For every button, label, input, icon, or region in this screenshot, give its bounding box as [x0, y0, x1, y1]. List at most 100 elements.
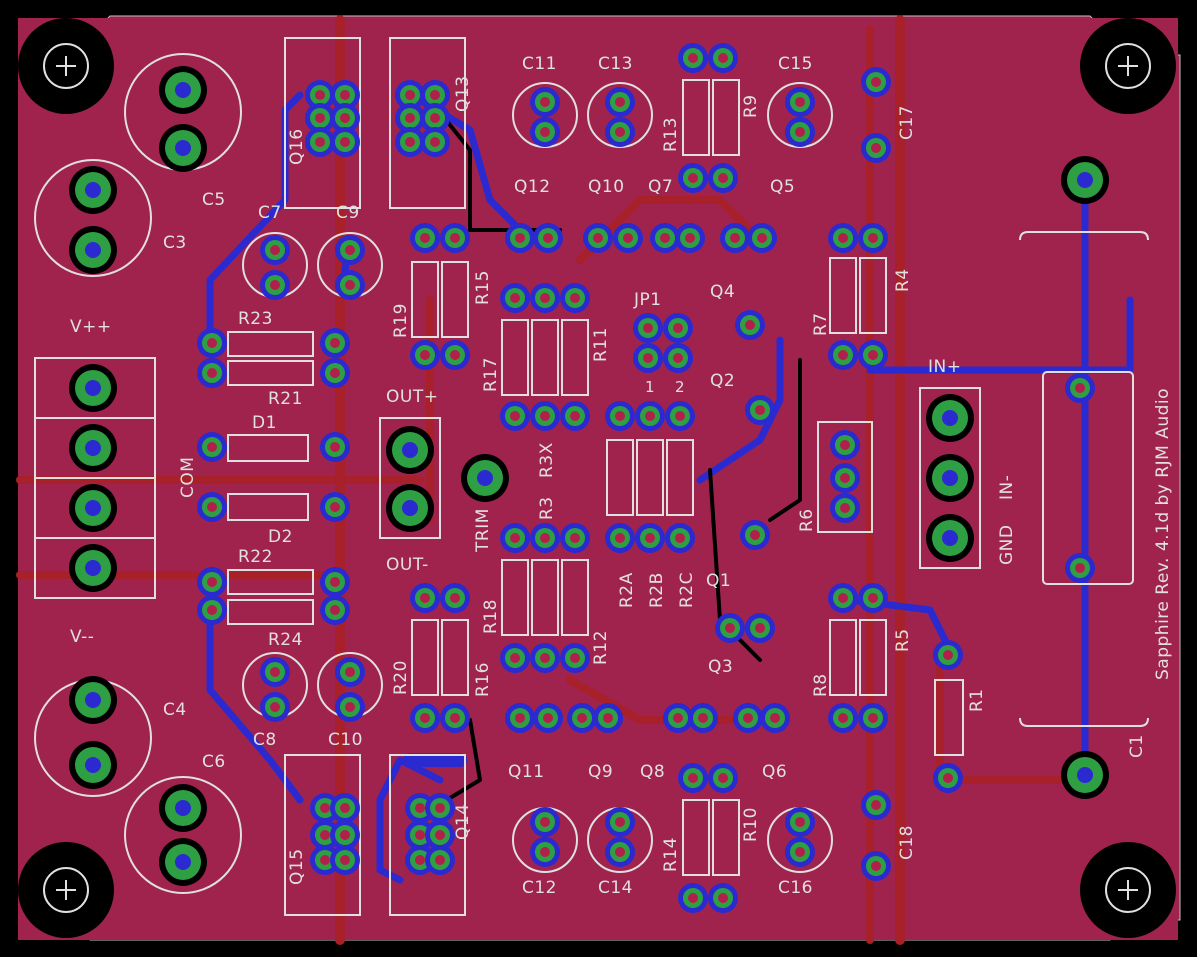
label-r11: R11 — [591, 327, 611, 362]
label-r3x: R3X — [537, 442, 557, 478]
pad-drill — [330, 338, 340, 348]
pad-drill — [85, 757, 101, 773]
pad-drill — [430, 113, 440, 123]
pad-drill — [615, 817, 625, 827]
pad-drill — [270, 667, 280, 677]
label-c15: C15 — [778, 54, 813, 74]
label-r9: R9 — [741, 94, 761, 118]
label-q4: Q4 — [710, 282, 735, 302]
pad-drill — [540, 847, 550, 857]
label-q9: Q9 — [588, 762, 613, 782]
pad-drill — [340, 855, 350, 865]
pad-drill — [675, 533, 685, 543]
label-r12: R12 — [591, 630, 611, 665]
pad-drill — [868, 233, 878, 243]
label-out-minus: OUT- — [386, 555, 429, 575]
pad-drill — [750, 530, 760, 540]
pad-drill — [540, 127, 550, 137]
pad-drill — [85, 560, 101, 576]
label-r4: R4 — [893, 268, 913, 292]
label-c6: C6 — [202, 752, 226, 772]
pad-drill — [543, 713, 553, 723]
pad-drill — [570, 293, 580, 303]
pad-drill — [868, 593, 878, 603]
pad-drill — [330, 368, 340, 378]
pad-drill — [207, 502, 217, 512]
pad-drill — [942, 410, 958, 426]
pad-drill — [415, 855, 425, 865]
pad-drill — [543, 233, 553, 243]
label-q5: Q5 — [770, 177, 795, 197]
pad-drill — [320, 855, 330, 865]
pad-drill — [510, 411, 520, 421]
pad-drill — [643, 323, 653, 333]
label-vpp: V++ — [70, 317, 112, 337]
pad-drill — [840, 473, 850, 483]
label-c14: C14 — [598, 878, 633, 898]
pad-drill — [540, 97, 550, 107]
label-d1: D1 — [252, 413, 277, 433]
pad-drill — [510, 293, 520, 303]
label-c17: C17 — [897, 105, 917, 140]
pad-drill — [745, 320, 755, 330]
pad-drill — [730, 233, 740, 243]
pad-drill — [345, 245, 355, 255]
pad-drill — [340, 90, 350, 100]
label-r21: R21 — [268, 389, 303, 409]
label-c9: C9 — [336, 203, 360, 223]
pad-drill — [315, 137, 325, 147]
pad-drill — [570, 411, 580, 421]
pad-drill — [698, 713, 708, 723]
mounting-holes — [18, 18, 1176, 938]
label-c13: C13 — [598, 54, 633, 74]
pad-drill — [270, 702, 280, 712]
pad-drill — [405, 90, 415, 100]
pad-drill — [405, 113, 415, 123]
pad-drill — [420, 350, 430, 360]
pad-drill — [688, 773, 698, 783]
pad-drill — [510, 533, 520, 543]
pad-drill — [330, 577, 340, 587]
pad-drill — [207, 605, 217, 615]
pad-drill — [435, 803, 445, 813]
pad-drill — [615, 97, 625, 107]
pad-drill — [510, 653, 520, 663]
pad-drill — [942, 470, 958, 486]
label-r2b: R2B — [647, 572, 667, 608]
pad-drill — [718, 773, 728, 783]
label-q3: Q3 — [708, 657, 733, 677]
label-q16: Q16 — [287, 128, 307, 165]
pad-drill — [175, 800, 191, 816]
pad-drill — [643, 353, 653, 363]
label-c7: C7 — [258, 203, 282, 223]
pad-drill — [175, 140, 191, 156]
label-r1: R1 — [967, 688, 987, 712]
label-q14: Q14 — [453, 803, 473, 840]
label-com: COM — [178, 457, 198, 498]
label-trim: TRIM — [473, 508, 493, 553]
pad-drill — [345, 667, 355, 677]
pad-drill — [402, 442, 418, 458]
pad-drill — [85, 440, 101, 456]
pad-drill — [1075, 383, 1085, 393]
pad-drill — [540, 653, 550, 663]
label-jp1: JP1 — [633, 290, 662, 310]
board-title: Sapphire Rev. 4.1d by RJM Audio — [1153, 388, 1173, 680]
pad-drill — [603, 713, 613, 723]
label-q6: Q6 — [762, 762, 787, 782]
pad-drill — [450, 350, 460, 360]
label-gnd: GND — [997, 525, 1017, 565]
label-r17: R17 — [481, 357, 501, 392]
pad-drill — [540, 293, 550, 303]
pad-drill — [345, 702, 355, 712]
pad-drill — [840, 503, 850, 513]
label-c18: C18 — [897, 825, 917, 860]
pad-drill — [540, 533, 550, 543]
pad-drill — [868, 350, 878, 360]
label-c8: C8 — [253, 730, 277, 750]
pad-drill — [755, 405, 765, 415]
pad-drill — [330, 442, 340, 452]
label-r14: R14 — [661, 837, 681, 872]
pad-drill — [207, 338, 217, 348]
label-out-plus: OUT+ — [386, 387, 438, 407]
